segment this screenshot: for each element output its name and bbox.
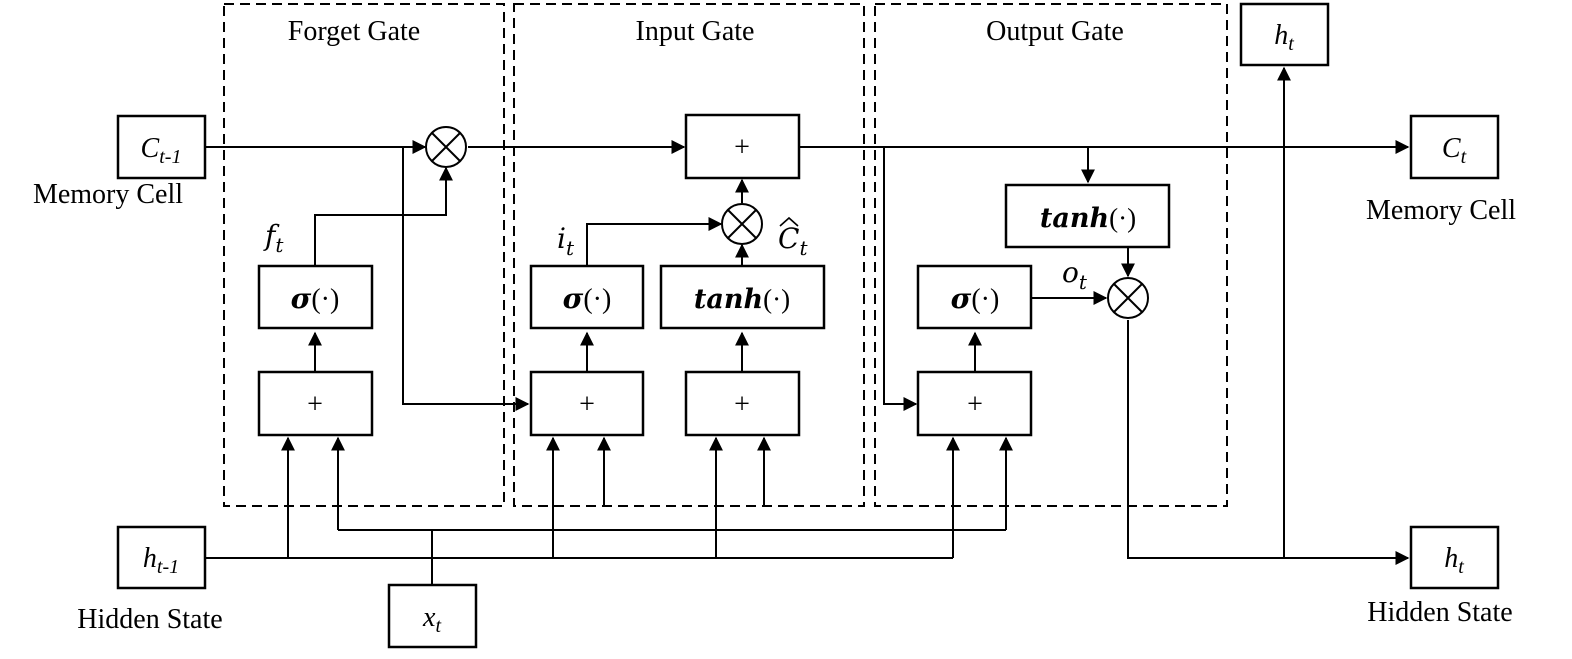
svg-text:Ct: Ct	[1442, 133, 1467, 168]
forget-sigma-symbol: σ	[291, 282, 312, 315]
svg-text:ht: ht	[1444, 543, 1464, 578]
input-sum-label: +	[579, 389, 595, 420]
input-sigma-symbol: σ	[563, 282, 584, 315]
c-prev-caption: Memory Cell	[33, 179, 183, 210]
input-sigma-to-multiply-arrow	[586, 217, 723, 266]
h-next-caption: Hidden State	[1367, 597, 1512, 628]
svg-text:σ(·): σ(·)	[951, 282, 1000, 315]
forget-sum-box: +	[257, 370, 374, 437]
prev-cell-to-input-sum-arrow	[402, 147, 530, 411]
output-sigma-box: σ(·)	[916, 264, 1033, 330]
output-gate-title: Output Gate	[986, 16, 1124, 47]
forget-signal-label: ft	[263, 219, 284, 257]
svg-text:Ct-1: Ct-1	[141, 133, 182, 168]
candidate-tanh-box: tanh(·)	[659, 264, 826, 330]
c-next-caption: Memory Cell	[1366, 195, 1516, 226]
candidate-sum-box: +	[684, 370, 801, 437]
output-multiply-icon	[1107, 277, 1149, 319]
input-gate-title: Input Gate	[636, 16, 755, 47]
candidate-signal-label: Ct	[778, 216, 808, 260]
h-prev-box: ht-1	[116, 525, 207, 590]
hidden-state-out-arrow	[1127, 320, 1410, 565]
forget-sigma-box: σ(·)	[257, 264, 374, 330]
svg-text:xt: xt	[422, 602, 441, 637]
output-tanh-symbol: tanh	[1040, 203, 1109, 234]
input-sum-box: +	[529, 370, 645, 437]
output-sum-box: +	[916, 370, 1033, 437]
cell-add-label: +	[734, 132, 750, 163]
candidate-tanh-symbol: tanh	[694, 284, 763, 315]
cell-to-output-sum-arrow	[883, 147, 918, 411]
cell-add-box: +	[684, 113, 801, 180]
h-top-box: ht	[1239, 2, 1330, 67]
svg-text:σ(·): σ(·)	[291, 282, 340, 315]
c-prev-box: Ct-1	[116, 114, 207, 180]
forget-multiply-icon	[425, 126, 467, 168]
output-signal-label: ot	[1062, 256, 1088, 294]
input-multiply-icon	[721, 203, 763, 245]
forget-sigma-to-multiply-arrow	[314, 166, 453, 266]
svg-text:ht-1: ht-1	[143, 543, 179, 578]
connections	[205, 66, 1410, 585]
input-gate-region: Input Gate	[513, 3, 865, 507]
input-sigma-arg: (·)	[583, 284, 611, 315]
svg-text:tanh(·): tanh(·)	[1040, 203, 1136, 234]
candidate-sum-label: +	[734, 389, 750, 420]
input-sigma-box: σ(·)	[529, 264, 645, 330]
svg-text:Ct: Ct	[778, 222, 808, 260]
forget-gate-region: Forget Gate	[223, 3, 505, 507]
h-prev-caption: Hidden State	[77, 604, 222, 635]
h-next-box: ht	[1409, 525, 1500, 590]
output-sum-label: +	[967, 389, 983, 420]
output-sigma-symbol: σ	[951, 282, 972, 315]
forget-sum-label: +	[307, 389, 323, 420]
forget-sigma-arg: (·)	[311, 284, 339, 315]
output-sigma-arg: (·)	[971, 284, 999, 315]
c-next-box: Ct	[1409, 114, 1500, 180]
hat-accent-icon	[779, 216, 799, 227]
candidate-tanh-arg: (·)	[763, 284, 790, 314]
forget-gate-title: Forget Gate	[288, 16, 420, 47]
output-tanh-box: tanh(·)	[1004, 183, 1171, 249]
output-tanh-arg: (·)	[1109, 203, 1136, 233]
x-in-box: xt	[387, 583, 478, 649]
svg-text:tanh(·): tanh(·)	[694, 284, 790, 315]
svg-text:ht: ht	[1274, 20, 1294, 55]
input-signal-label: it	[557, 222, 575, 260]
output-gate-region: Output Gate	[874, 3, 1228, 507]
svg-text:σ(·): σ(·)	[563, 282, 612, 315]
